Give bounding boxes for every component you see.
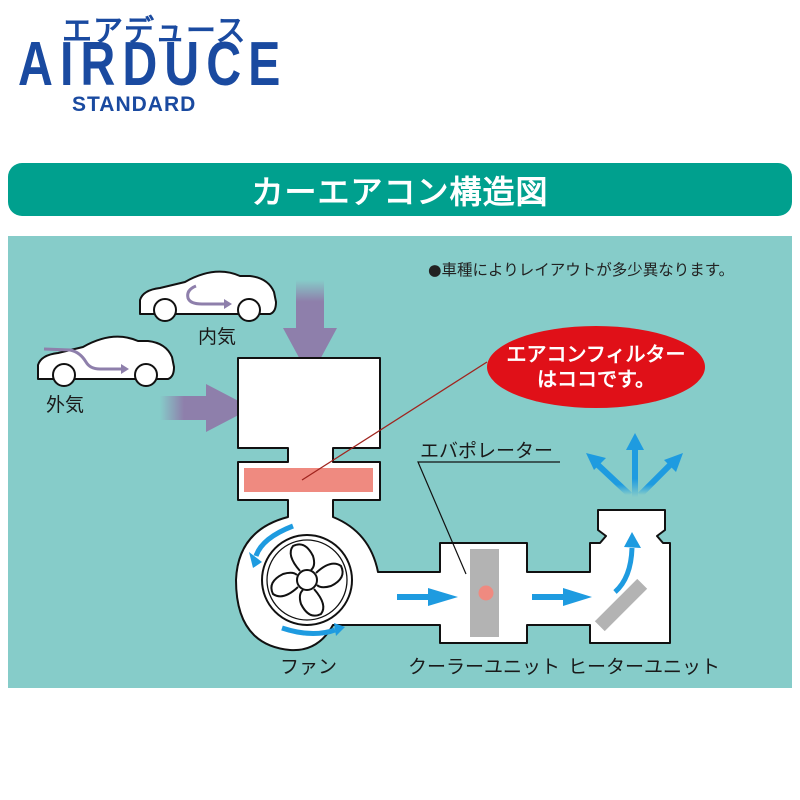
car-outside-air-icon [37,335,175,387]
duct-assembly [235,357,671,652]
label-inside-air: 内気 [198,326,237,348]
fan-arrow-head-2 [334,623,345,636]
fan-airflow-arrows [253,523,336,636]
logo-kana: エアデュース [62,14,247,49]
outlet-airflow-arrows [586,433,683,498]
label-outside-air: 外気 [46,394,85,416]
title-bar: カーエアコン構造図 [8,163,792,216]
label-evaporator: エバポレーター [420,440,554,462]
fan-arrow-head-1 [249,552,262,568]
heater-core [594,578,648,632]
logo-brand: AIRDUCE [18,30,288,99]
heater-upflow-arrow [613,532,641,594]
filter-location-callout: エアコンフィルター はココです。 [487,326,705,408]
label-fan: ファン [280,656,338,678]
logo-subtitle: STANDARD [72,93,197,116]
evaporator-leader-line [417,461,560,575]
layout-note: ●車種によりレイアウトが多少異なります。 [428,261,735,279]
inside-air-intake-arrow [283,280,337,378]
fan-icon [261,534,353,626]
callout-line-2: はココです。 [537,367,655,391]
page-title: カーエアコン構造図 [251,172,549,211]
car-inside-air-icon [139,270,277,322]
callout-line-1: エアコンフィルター [506,342,686,366]
callout-leader-line [301,361,488,481]
duct-flow-arrows [397,588,592,606]
label-heater-unit: ヒーターユニット [568,656,721,678]
cabin-air-filter [244,468,373,492]
outside-air-intake-arrow [160,384,252,432]
label-cooler-unit: クーラーユニット [408,656,561,678]
evaporator-marker [478,585,494,601]
